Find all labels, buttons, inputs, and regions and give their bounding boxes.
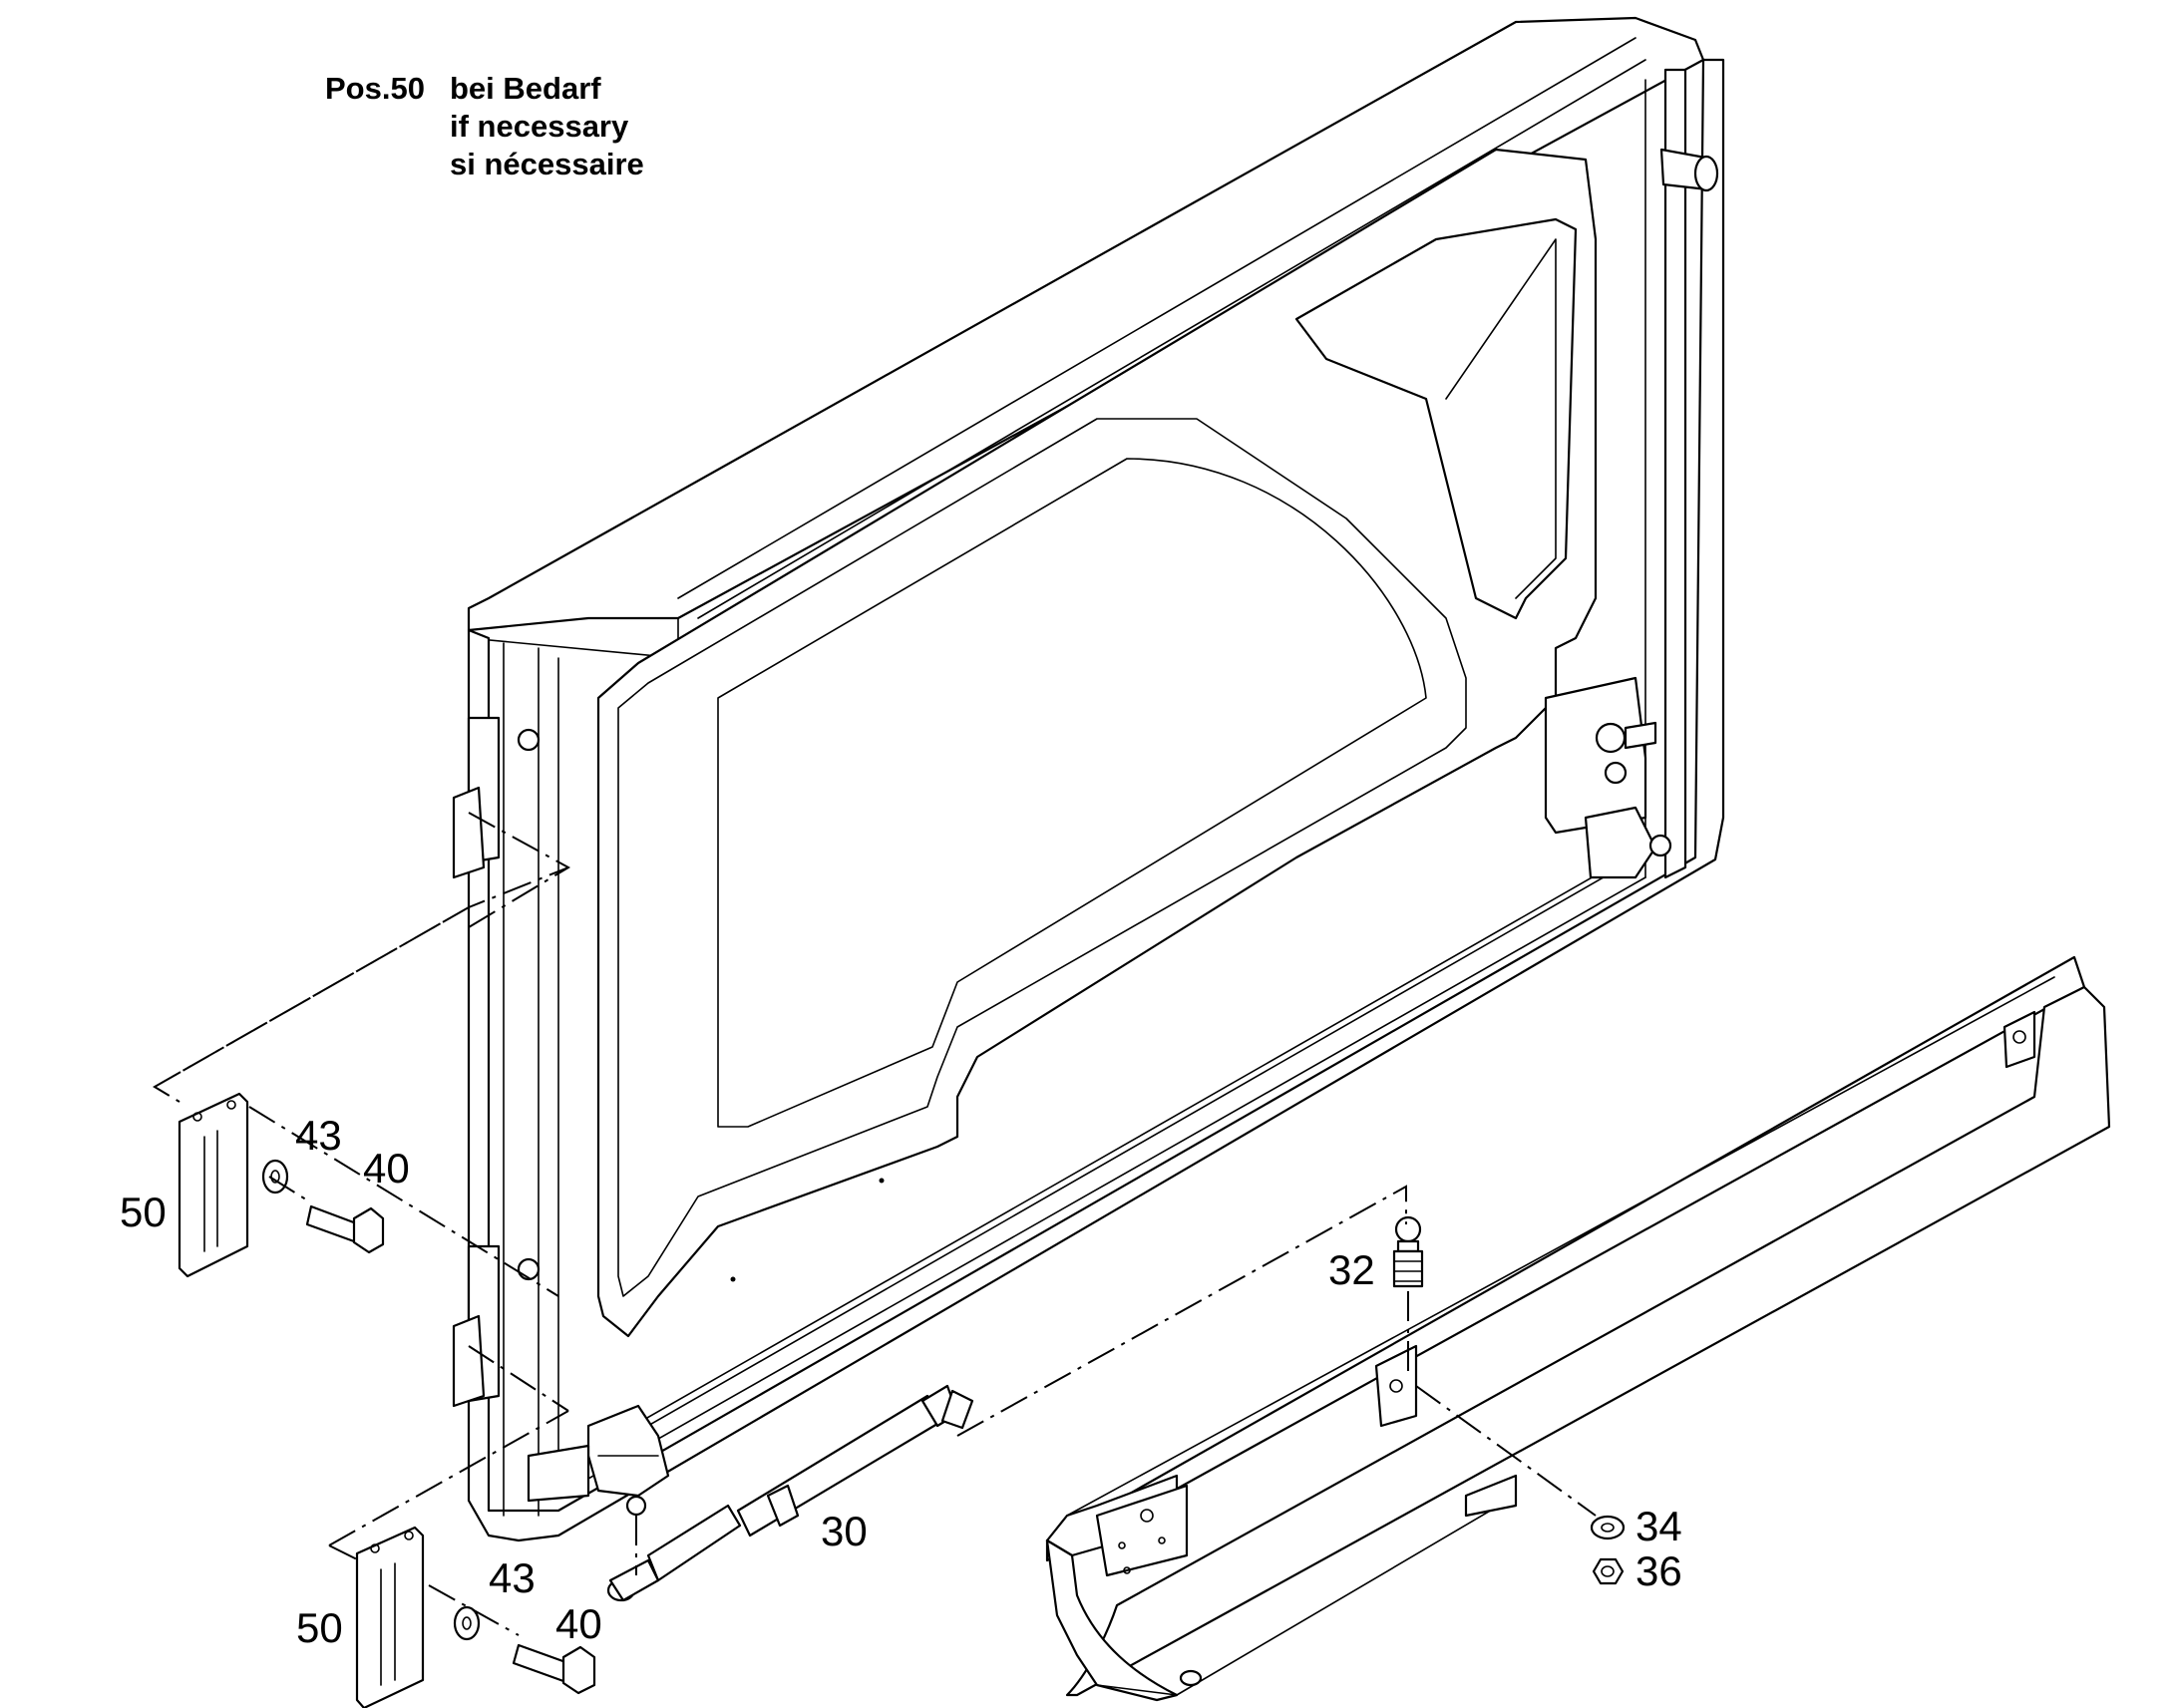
note-text: bei Bedarf if necessary si nécessaire [450, 70, 644, 183]
callout-lower-plate: 50 [296, 1604, 343, 1651]
callout-upper-bolt: 40 [363, 1145, 410, 1192]
note-line-german: bei Bedarf [450, 71, 601, 106]
gas-spring [606, 1384, 974, 1602]
callout-ball-stud: 32 [1328, 1246, 1375, 1293]
note-line-english: if necessary [450, 109, 629, 144]
upper-bolt [305, 1204, 385, 1254]
callout-lower-bolt: 40 [555, 1600, 602, 1647]
callout-upper-plate: 50 [120, 1189, 167, 1235]
door-frame [452, 16, 1725, 1542]
callouts: 43 40 50 43 40 50 30 32 34 36 [120, 1112, 1682, 1651]
note-position-label: Pos.50 [325, 71, 425, 106]
callout-nut-washer: 34 [1635, 1503, 1682, 1549]
sill-channel [1045, 955, 2111, 1702]
lower-washer [453, 1605, 481, 1641]
washer-34 [1590, 1515, 1626, 1540]
callout-gas-spring: 30 [821, 1508, 868, 1554]
upper-washer [261, 1159, 289, 1195]
lower-hinge-plate [355, 1526, 425, 1708]
note-line-french: si nécessaire [450, 147, 644, 181]
lower-bolt [512, 1643, 596, 1695]
callout-nut: 36 [1635, 1547, 1682, 1594]
callout-upper-washer: 43 [295, 1112, 342, 1159]
nut-36 [1592, 1557, 1625, 1585]
callout-lower-washer: 43 [489, 1554, 536, 1601]
ball-stud [1392, 1215, 1424, 1288]
assembly-center-lines [153, 812, 1597, 1636]
upper-hinge-plate [178, 1092, 249, 1278]
